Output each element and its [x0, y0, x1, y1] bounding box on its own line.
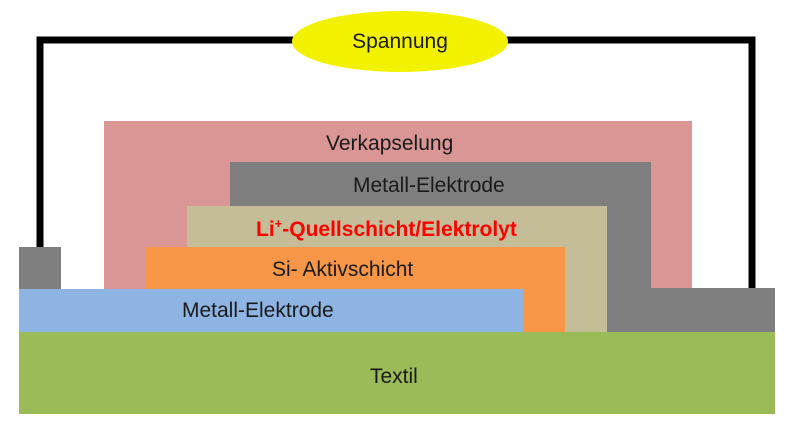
li-source-label: Li+-Quellschicht/Elektrolyt	[256, 217, 517, 240]
encapsulation-label: Verkapselung	[326, 132, 454, 155]
li-source-label-prefix: Li	[256, 218, 275, 241]
textile-substrate	[19, 332, 775, 414]
bottom-electrode-layer	[19, 289, 523, 332]
bottom-electrode-label: Metall-Elektrode	[182, 299, 334, 322]
li-source-label-superscript: +	[274, 216, 283, 231]
si-active-label: Si- Aktivschicht	[272, 258, 414, 281]
right-contact-pad	[607, 288, 775, 332]
voltage-label: Spannung	[352, 30, 448, 53]
li-source-label-suffix: -Quellschicht/Elektrolyt	[282, 218, 517, 241]
top-electrode-label: Metall-Elektrode	[353, 174, 505, 197]
left-contact-pad	[19, 247, 61, 289]
textile-label: Textil	[370, 365, 418, 388]
voltage-source: Spannung	[292, 11, 508, 72]
